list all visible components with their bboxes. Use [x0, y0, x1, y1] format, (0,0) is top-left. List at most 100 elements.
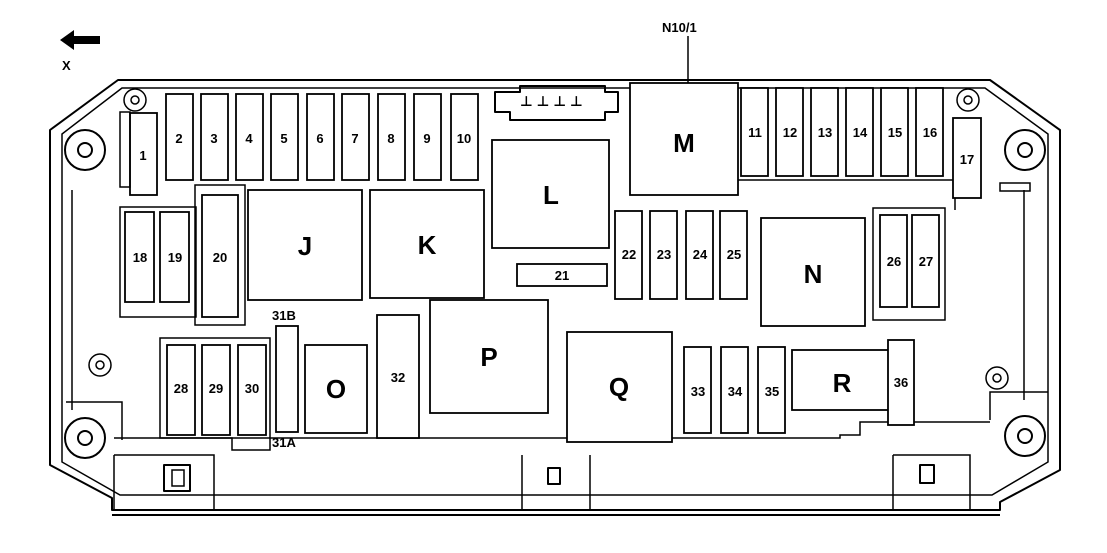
housing-outline [49, 79, 1061, 511]
fuse-label-24: 24 [693, 247, 708, 262]
relay-r [791, 349, 893, 411]
fuse-label-9: 9 [423, 131, 430, 146]
fuse-5 [270, 93, 299, 181]
relay-j [247, 189, 363, 301]
fuse-row-top-left: 2 3 4 5 6 7 8 9 10 [165, 93, 479, 181]
relay-label-r: R [833, 368, 852, 398]
direction-label: X [62, 58, 71, 73]
fuse-7 [341, 93, 370, 181]
fuse-31 [275, 325, 299, 433]
fuse-label-35: 35 [765, 384, 779, 399]
fuse-label-29: 29 [209, 381, 223, 396]
relay-p [429, 299, 549, 414]
fuse-group-28-30-frame [159, 337, 271, 439]
fuse-36 [887, 339, 915, 426]
fuse-group-18-19-frame [119, 206, 197, 318]
fuse-16 [915, 87, 944, 177]
fuse-33 [683, 346, 712, 434]
fuse-label-8: 8 [387, 131, 394, 146]
fuse-6 [306, 93, 335, 181]
fuse-21 [516, 263, 608, 287]
relay-label-j: J [298, 231, 312, 261]
fuse-27 [911, 214, 940, 308]
module-label: N10/1 [662, 20, 697, 35]
fuse-label-19: 19 [168, 250, 182, 265]
fuse-25 [719, 210, 748, 300]
relay-label-l: L [543, 180, 559, 210]
fuse-label-28: 28 [174, 381, 188, 396]
fuse-22 [614, 210, 643, 300]
housing-inner-outline [61, 87, 1049, 496]
fuse-label-10: 10 [457, 131, 471, 146]
relay-l [491, 139, 610, 249]
fuse-8 [377, 93, 406, 181]
bottom-clip-left-inner [171, 469, 185, 487]
fuse-label-17: 17 [960, 152, 974, 167]
bottom-clip-frame-left [113, 454, 215, 510]
screw-hole-mid-right [985, 366, 1009, 390]
fuse-label-13: 13 [818, 125, 832, 140]
fuse-14 [845, 87, 874, 177]
bottom-clip-center [547, 467, 561, 485]
screw-hole-mid-left [88, 353, 112, 377]
screw-hole-top-right [956, 88, 980, 112]
relay-q [566, 331, 673, 443]
fuse-label-21: 21 [555, 268, 569, 283]
relay-m [629, 82, 739, 196]
relay-label-q: Q [609, 372, 629, 402]
bottom-clip-frame-center [521, 455, 591, 510]
fuse-row-bottom: 33 34 35 [683, 346, 786, 434]
fuse-label-31a: 31A [272, 435, 296, 450]
relay-o [304, 344, 368, 434]
relay-label-k: K [418, 230, 437, 260]
mounting-hole-top-left [64, 129, 106, 171]
fuse-label-36: 36 [894, 375, 908, 390]
fuse-label-14: 14 [853, 125, 868, 140]
fuse-label-27: 27 [919, 254, 933, 269]
fuse-2 [165, 93, 194, 181]
fuse-17 [952, 117, 982, 199]
fuse-12 [775, 87, 804, 177]
svg-text:⊥ ⊥ ⊥ ⊥: ⊥ ⊥ ⊥ ⊥ [520, 93, 583, 109]
fuse-32 [376, 314, 420, 439]
mounting-hole-bottom-left [64, 417, 106, 459]
fuse-28 [166, 344, 196, 436]
bottom-ledge [114, 421, 990, 451]
inner-rail-left [66, 401, 123, 440]
fuse-34 [720, 346, 749, 434]
fuse-20 [201, 194, 239, 318]
fuse-23 [649, 210, 678, 300]
fuse-label-25: 25 [727, 247, 741, 262]
fuse-row-top-right: 11 12 13 14 15 16 [740, 87, 944, 177]
fuse-label-18: 18 [133, 250, 147, 265]
direction-indicator: X [60, 30, 100, 73]
fuse-29 [201, 344, 231, 436]
fuse-label-12: 12 [783, 125, 797, 140]
bottom-clip-left [163, 464, 191, 492]
fuse-11 [740, 87, 769, 177]
relay-k [369, 189, 485, 299]
housing-side-rail-right-cap [999, 182, 1031, 192]
fuse-label-15: 15 [888, 125, 902, 140]
fuse-10 [450, 93, 479, 181]
fuse-row-middle: 22 23 24 25 [614, 210, 748, 300]
fuse-row-top-right-base [738, 179, 956, 210]
relay-label-o: O [326, 374, 346, 404]
fuse-label-26: 26 [887, 254, 901, 269]
fuse-1-holder [119, 111, 131, 188]
fuse-label-5: 5 [280, 131, 287, 146]
fuse-label-20: 20 [213, 250, 227, 265]
fuse-label-7: 7 [351, 131, 358, 146]
screw-hole-top-left [123, 88, 147, 112]
fuse-label-6: 6 [316, 131, 323, 146]
fuse-20-frame [194, 184, 246, 326]
fuse-13 [810, 87, 839, 177]
fuse-24 [685, 210, 714, 300]
fuse-19 [159, 211, 190, 303]
fuse-label-32: 32 [391, 370, 405, 385]
fuse-label-11: 11 [748, 125, 762, 140]
fuse-group-26-27-frame [872, 207, 946, 321]
fuse-9 [413, 93, 442, 181]
fuse-label-3: 3 [210, 131, 217, 146]
